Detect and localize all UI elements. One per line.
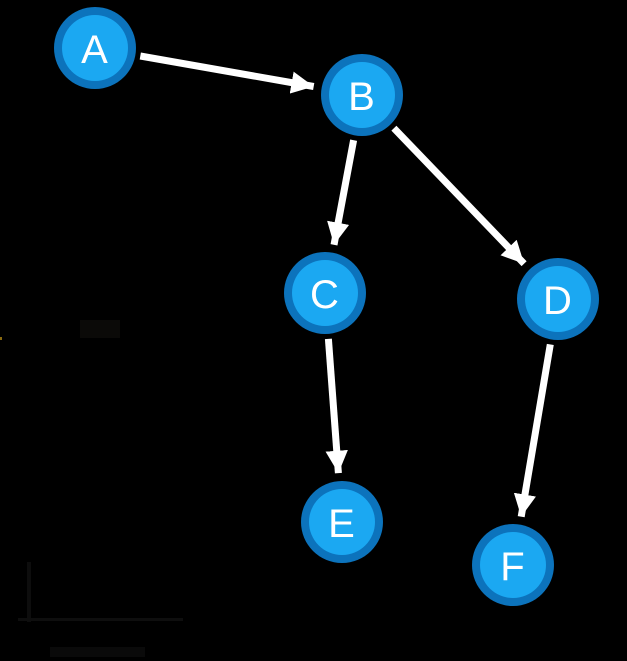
edge-D-F (513, 343, 554, 518)
node-fill (480, 532, 546, 598)
node-D[interactable]: D (517, 258, 599, 340)
edge-B-C (327, 139, 358, 246)
node-A[interactable]: A (54, 7, 136, 89)
node-label-A: A (81, 28, 109, 72)
node-F[interactable]: F (472, 524, 554, 606)
edge-C-E (324, 338, 348, 474)
node-C[interactable]: C (284, 252, 366, 334)
node-E[interactable]: E (301, 481, 383, 563)
node-label-F: F (500, 545, 525, 589)
node-label-D: D (543, 279, 573, 323)
node-fill (309, 489, 375, 555)
node-label-C: C (310, 273, 340, 317)
edge-B-D (391, 125, 527, 267)
node-fill (292, 260, 358, 326)
node-label-E: E (328, 502, 356, 546)
node-fill (62, 15, 128, 81)
node-B[interactable]: B (321, 54, 403, 136)
node-fill (329, 62, 395, 128)
node-fill (525, 266, 591, 332)
node-label-B: B (348, 75, 376, 119)
edge-A-B (139, 52, 315, 94)
